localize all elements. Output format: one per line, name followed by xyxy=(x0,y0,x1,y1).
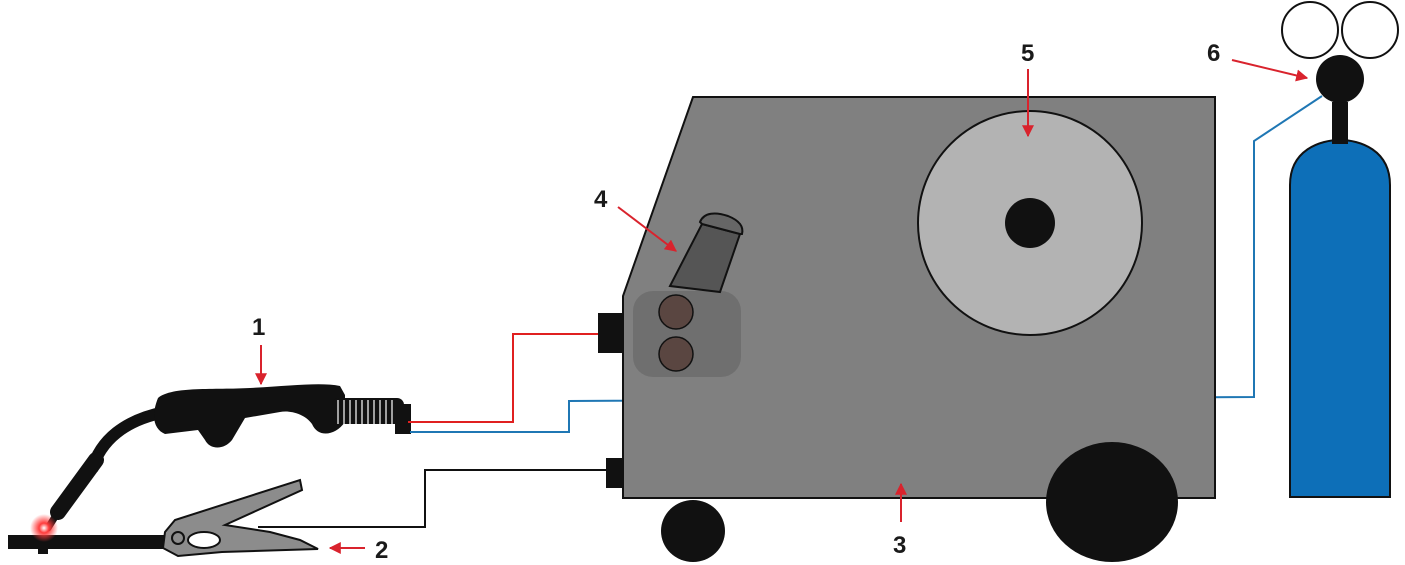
regulator xyxy=(1281,1,1399,103)
callout-3: 3 xyxy=(893,532,906,559)
ground-cable xyxy=(258,469,606,528)
workpiece-tab xyxy=(38,546,48,554)
arrow-4 xyxy=(617,206,677,252)
welding-torch xyxy=(44,384,411,532)
arrow-6 xyxy=(1231,59,1309,82)
ground-connector xyxy=(606,458,624,488)
callout-6: 6 xyxy=(1207,40,1220,67)
rear-wheel xyxy=(1046,442,1178,562)
arc-spark xyxy=(30,514,58,542)
wire-guide xyxy=(668,212,744,294)
callout-1: 1 xyxy=(252,314,265,341)
ground-clamp xyxy=(161,478,319,558)
callout-4: 4 xyxy=(594,186,608,213)
front-wheel xyxy=(661,500,725,562)
callout-2: 2 xyxy=(375,537,388,564)
gas-cylinder xyxy=(1289,102,1391,498)
callout-5: 5 xyxy=(1021,40,1034,67)
drive-rolls xyxy=(633,291,741,377)
wire-spool xyxy=(917,110,1143,336)
torch-connector xyxy=(598,313,624,353)
